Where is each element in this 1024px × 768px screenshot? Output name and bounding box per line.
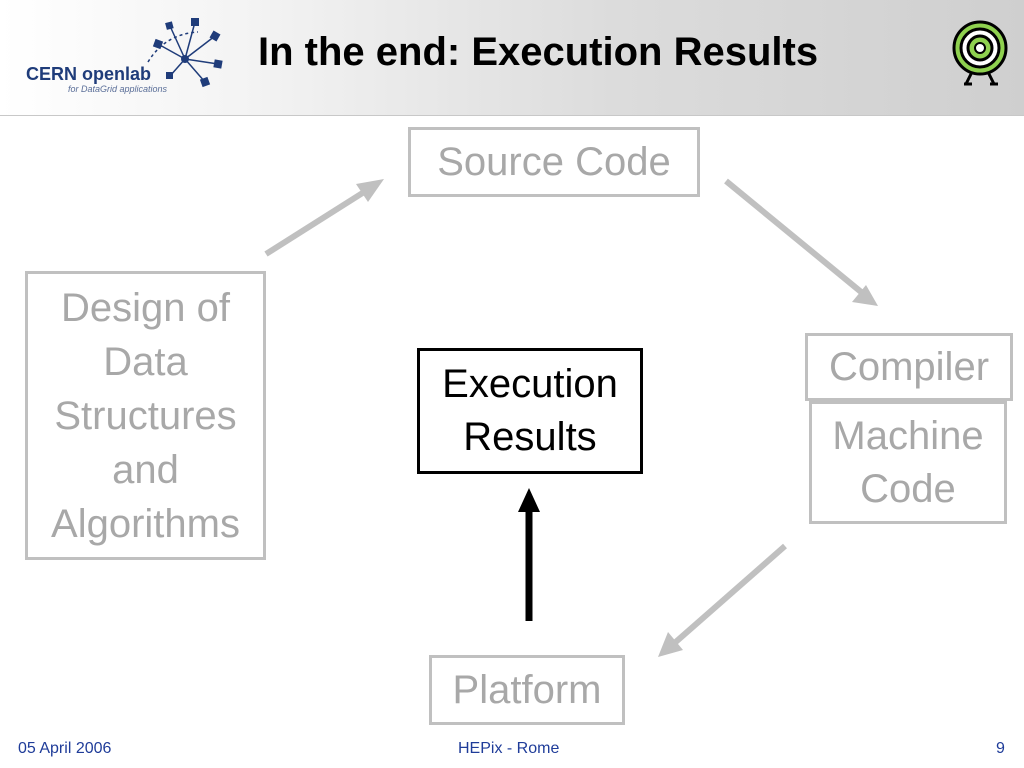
machine-code-line-1: Machine (832, 413, 984, 458)
execution-results-box: Execution Results (417, 348, 643, 474)
machine-code-line-2: Code (860, 466, 956, 511)
design-line-2: Data (103, 339, 188, 384)
compiler-label: Compiler (828, 344, 990, 389)
platform-box: Platform (429, 655, 625, 725)
slide-header: CERN openlab for DataGrid applications I… (0, 0, 1024, 116)
design-box: Design of Data Structures and Algorithms (25, 271, 266, 560)
platform-label: Platform (452, 667, 602, 712)
source-code-label: Source Code (437, 139, 671, 184)
arrow-design-to-source (264, 179, 384, 257)
machine-code-label: Machine Code (832, 410, 983, 516)
footer-page-number: 9 (996, 740, 1005, 757)
source-code-box: Source Code (408, 127, 700, 197)
arrow-machine-to-platform (658, 543, 787, 657)
design-line-5: Algorithms (51, 501, 240, 546)
design-line-1: Design of (61, 285, 230, 330)
footer-date: 05 April 2006 (18, 740, 112, 757)
cern-openlab-wordmark: CERN openlab (26, 64, 152, 84)
design-line-4: and (112, 447, 179, 492)
execution-results-line-1: Execution (442, 362, 618, 406)
execution-results-label: Execution Results (442, 358, 618, 464)
arrow-platform-to-execution (518, 488, 540, 621)
machine-code-box: Machine Code (809, 401, 1007, 524)
cern-openlab-logo-icon (147, 18, 223, 88)
hepix-spiral-logo-icon (952, 20, 1008, 86)
compiler-box: Compiler (805, 333, 1013, 401)
page-title: In the end: Execution Results (258, 30, 819, 74)
design-label: Design of Data Structures and Algorithms (51, 281, 240, 551)
execution-results-line-2: Results (463, 415, 597, 459)
design-line-3: Structures (54, 393, 237, 438)
footer-event: HEPix - Rome (458, 740, 560, 757)
arrow-source-to-compiler (724, 178, 878, 306)
cern-openlab-subtitle: for DataGrid applications (68, 84, 168, 94)
